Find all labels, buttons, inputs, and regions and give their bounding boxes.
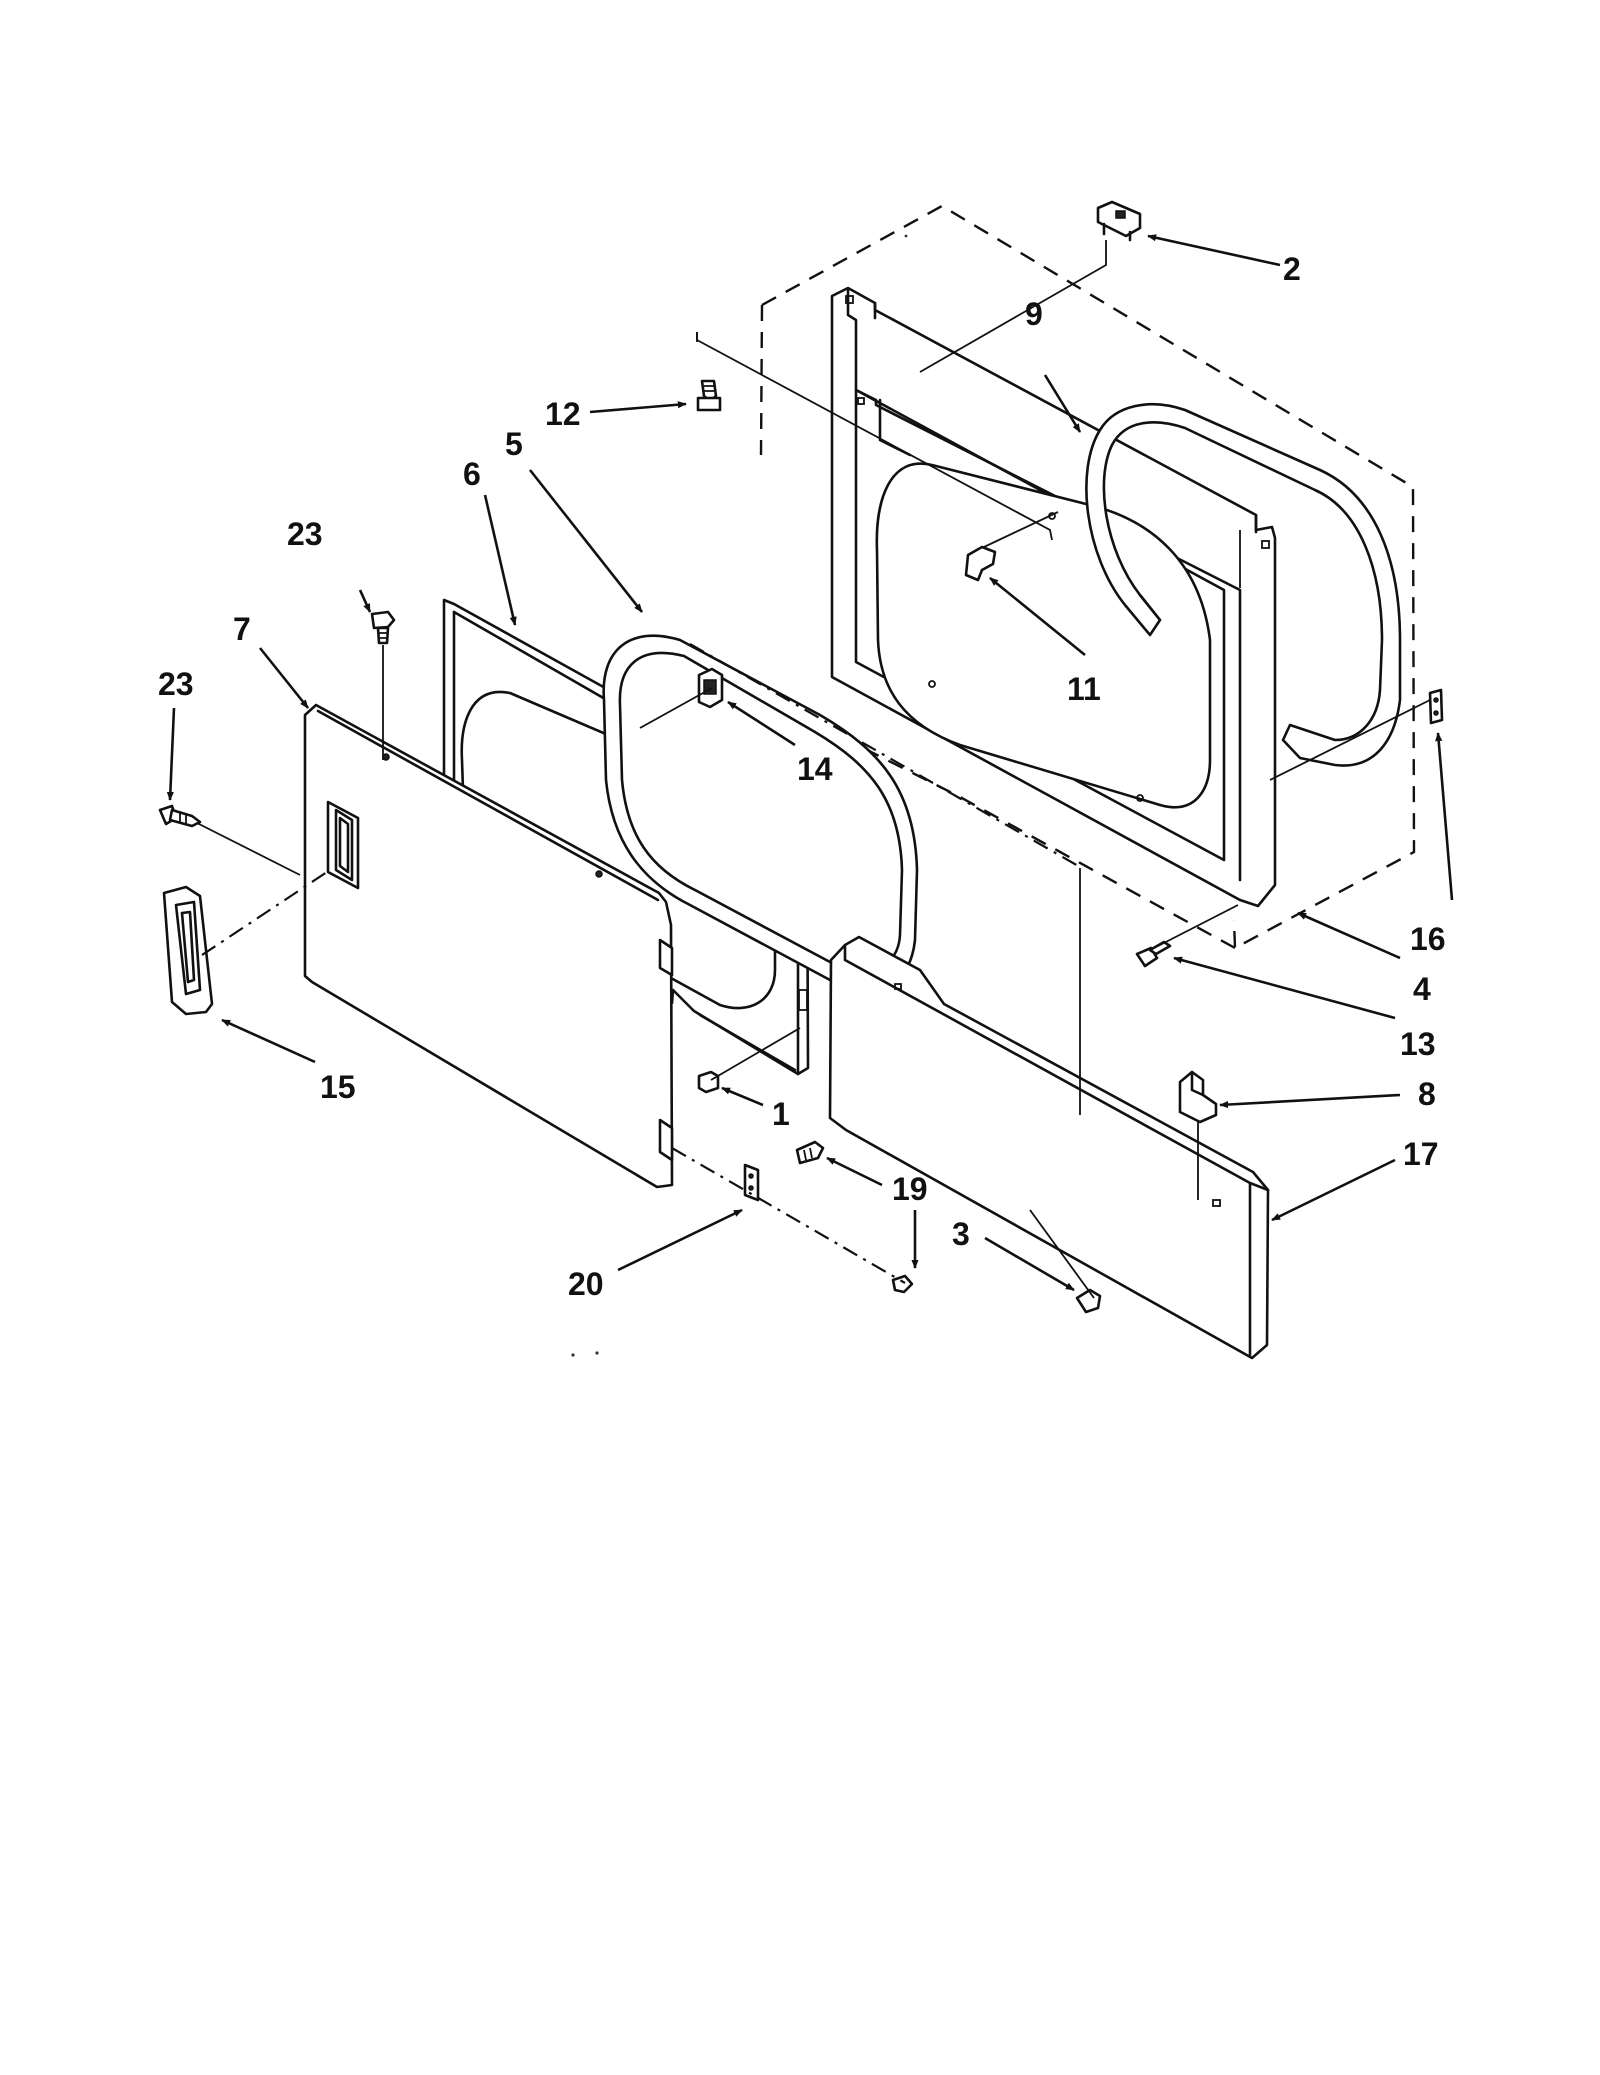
callout-20: 20 xyxy=(568,1266,604,1302)
door-switch-part-2 xyxy=(1096,200,1142,242)
clip-part-3 xyxy=(1075,1288,1102,1314)
callout-4: 4 xyxy=(1413,971,1431,1007)
callout-3: 3 xyxy=(952,1216,970,1252)
handle-part-15 xyxy=(162,885,214,1016)
callout-12: 12 xyxy=(545,396,581,432)
callout-16: 16 xyxy=(1410,921,1446,957)
callout-1: 1 xyxy=(772,1096,790,1132)
callout-7: 7 xyxy=(233,611,251,647)
bracket-part-16 xyxy=(1428,688,1444,725)
clip-part-1 xyxy=(697,1070,720,1094)
callout-11: 11 xyxy=(1067,671,1101,707)
screw-part-23-top xyxy=(370,610,396,645)
callout-2: 2 xyxy=(1283,251,1301,287)
callout-15: 15 xyxy=(320,1069,356,1105)
callout-5: 5 xyxy=(505,426,523,462)
strike-part-11 xyxy=(964,545,997,582)
cabinet-outline xyxy=(759,204,1416,950)
screw-part-19 xyxy=(795,1140,825,1165)
screw-part-12 xyxy=(696,379,722,412)
callout-19: 19 xyxy=(892,1171,928,1207)
screw-part-13 xyxy=(1135,940,1172,968)
front-panel-frame xyxy=(830,286,1277,908)
latch-part-8 xyxy=(1178,1070,1218,1124)
callout-8: 8 xyxy=(1418,1076,1436,1112)
callout-23-top: 23 xyxy=(287,516,323,552)
callout-9: 9 xyxy=(1025,296,1043,332)
hinge-plate-part-20 xyxy=(743,1163,760,1202)
callout-13: 13 xyxy=(1400,1026,1436,1062)
callout-14: 14 xyxy=(797,751,833,787)
screw-part-19-lower xyxy=(891,1274,914,1294)
assembly-lines xyxy=(196,240,1431,1299)
screw-part-23-left xyxy=(158,804,202,828)
door-seal-ring xyxy=(1085,403,1402,767)
callout-labels: 2 9 12 5 6 23 7 23 11 14 15 1 16 4 13 8 … xyxy=(158,251,1446,1302)
callout-6: 6 xyxy=(463,456,481,492)
outer-door xyxy=(303,703,674,1189)
callout-23-left: 23 xyxy=(158,666,194,702)
callout-17: 17 xyxy=(1403,1136,1439,1172)
toe-panel xyxy=(828,935,1270,1360)
scan-specks xyxy=(571,234,908,1357)
leader-arrows xyxy=(166,234,1454,1292)
